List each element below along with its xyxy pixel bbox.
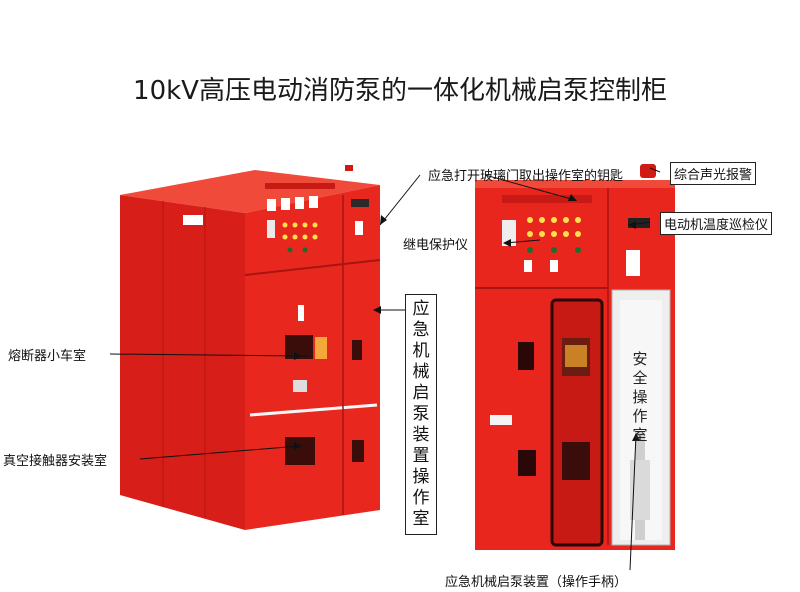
vertical-char: 启 [412, 383, 430, 403]
vertical-char: 操 [632, 388, 648, 406]
vertical-char: 全 [632, 369, 648, 387]
label-safe-room-text: 安全操作室 [631, 350, 649, 445]
vertical-char: 室 [412, 509, 430, 529]
vertical-char: 安 [632, 350, 648, 368]
label-motor-temp: 电动机温度巡检仪 [660, 212, 773, 235]
vertical-char: 急 [412, 320, 430, 340]
left-header-band [265, 183, 335, 189]
vertical-char: 装 [412, 425, 430, 445]
label-emergency-key: 应急打开玻璃门取出操作室的钥匙 [428, 169, 624, 184]
vertical-char: 械 [412, 362, 430, 382]
vertical-char: 操 [412, 467, 430, 487]
label-fuse-truck-room: 熔断器小车室 [8, 349, 87, 364]
vertical-char: 泵 [412, 404, 430, 424]
page-title: 10kV高压电动消防泵的一体化机械启泵控制柜 [133, 76, 667, 106]
vertical-char: 作 [632, 407, 648, 425]
label-vacuum-contactor-room: 真空接触器安装室 [3, 454, 108, 469]
vertical-char: 室 [632, 426, 648, 444]
vertical-char: 置 [412, 446, 430, 466]
label-alarm: 综合声光报警 [670, 162, 757, 185]
vertical-char: 应 [412, 299, 430, 319]
label-emergency-start-device: 应急机械启泵装置（操作手柄） [445, 575, 628, 590]
alarm-light [640, 164, 656, 178]
vertical-char: 作 [412, 488, 430, 508]
label-mech-room-text: 应急机械启泵装置操作室 [410, 299, 432, 530]
label-relay: 继电保护仪 [403, 238, 469, 253]
label-mech-room: 应急机械启泵装置操作室 [405, 294, 437, 535]
label-safe-room: 安全操作室 [631, 350, 649, 445]
left-cabinet [120, 165, 381, 530]
vertical-char: 机 [412, 341, 430, 361]
